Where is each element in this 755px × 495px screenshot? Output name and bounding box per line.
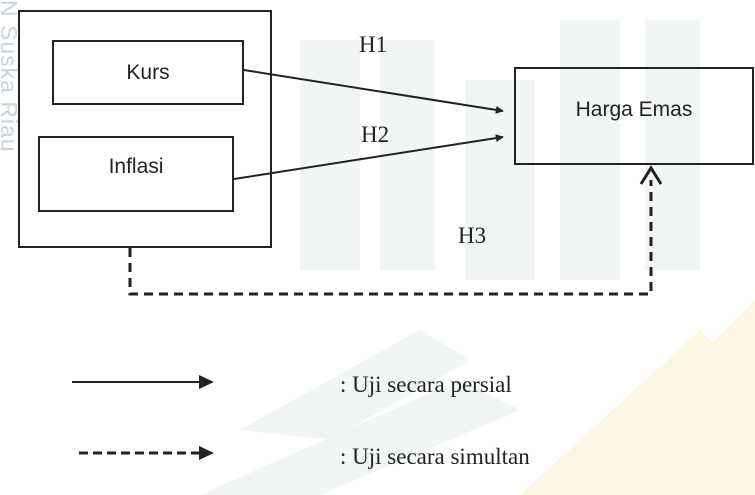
node-inflasi [38, 136, 234, 212]
arrow-h3 [128, 180, 653, 296]
node-inflasi-label: Inflasi [108, 155, 164, 178]
node-harga-emas-label: Harga Emas [575, 98, 693, 121]
legend-dashed-arrowhead [199, 446, 214, 460]
watermark-side-text: N Suska Riau [0, 0, 22, 153]
node-kurs [52, 40, 244, 105]
arrow-h3-head [639, 165, 663, 185]
independent-variables-group [18, 10, 272, 248]
hypothesis-h2-label: H2 [361, 122, 390, 147]
legend-solid-label: : Uji secara persial [340, 372, 512, 397]
hypothesis-h1-label: H1 [359, 32, 388, 57]
legend-dashed-label: : Uji secara simultan [340, 444, 530, 469]
legend-solid-arrowhead [199, 375, 214, 389]
node-harga-emas [514, 67, 754, 165]
node-kurs-label: Kurs [126, 61, 170, 84]
arrow-h2 [233, 134, 504, 180]
arrow-h1 [243, 69, 504, 114]
hypothesis-h3-label: H3 [458, 223, 487, 248]
